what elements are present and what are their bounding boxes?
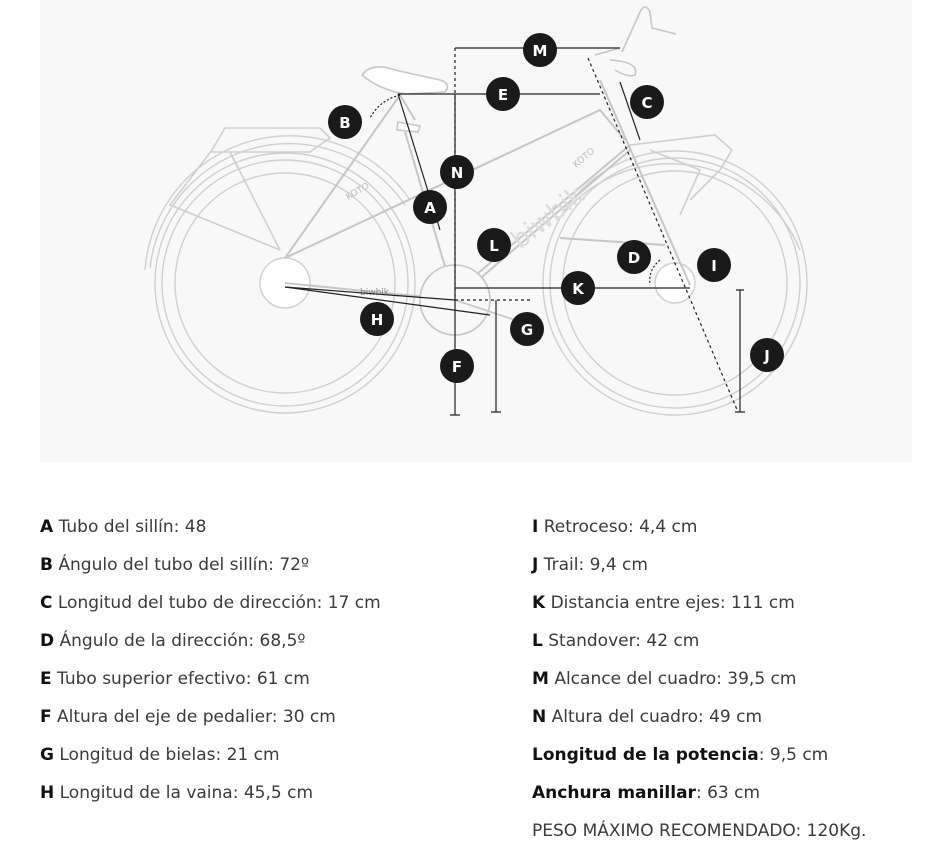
marker-L: L: [477, 228, 511, 262]
spec-row: K Distancia entre ejes: 111 cm: [532, 593, 795, 613]
spec-row: M Alcance del cuadro: 39,5 cm: [532, 669, 797, 689]
bike-drawing: biwbik KOTO KOTO biwbik M E C B: [144, 6, 808, 416]
marker-J: J: [750, 338, 784, 372]
svg-text:I: I: [711, 257, 717, 275]
svg-text:F: F: [452, 358, 462, 376]
spec-row: F Altura del eje de pedalier: 30 cm: [40, 707, 336, 727]
spec-row-stem-length: Longitud de la potencia: 9,5 cm: [532, 745, 829, 765]
specs-list-left: A Tubo del sillín: 48 B Ángulo del tubo …: [40, 515, 500, 819]
marker-H: H: [360, 302, 394, 336]
bike-geometry-diagram: biwbik KOTO KOTO biwbik M E C B: [40, 0, 912, 462]
head-angle-arc: [649, 259, 661, 286]
marker-N: N: [440, 155, 474, 189]
spec-row: B Ángulo del tubo del sillín: 72º: [40, 555, 309, 575]
svg-text:H: H: [371, 311, 384, 329]
marker-M: M: [523, 33, 557, 67]
fenders: [144, 135, 801, 271]
handlebar: [594, 6, 677, 77]
head-tube-line: [619, 81, 641, 141]
svg-text:N: N: [451, 164, 464, 182]
chainstay-line: [284, 286, 456, 301]
svg-text:E: E: [498, 86, 508, 104]
marker-B: B: [328, 105, 362, 139]
spec-row: H Longitud de la vaina: 45,5 cm: [40, 783, 314, 803]
specs-list-right: I Retroceso: 4,4 cm J Trail: 9,4 cm K Di…: [532, 515, 932, 857]
svg-text:M: M: [533, 42, 548, 60]
svg-text:K: K: [572, 280, 585, 298]
marker-K: K: [561, 271, 595, 305]
svg-text:J: J: [763, 347, 770, 365]
spec-row: N Altura del cuadro: 49 cm: [532, 707, 763, 727]
marker-C: C: [630, 85, 664, 119]
svg-text:A: A: [424, 199, 436, 217]
spec-row: D Ángulo de la dirección: 68,5º: [40, 631, 306, 651]
spec-row: E Tubo superior efectivo: 61 cm: [40, 669, 310, 689]
svg-text:D: D: [628, 249, 640, 267]
spec-row-max-weight: PESO MÁXIMO RECOMENDADO: 120Kg.: [532, 821, 867, 841]
spec-row-handlebar-width: Anchura manillar: 63 cm: [532, 783, 761, 803]
marker-F: F: [440, 349, 474, 383]
marker-A: A: [413, 190, 447, 224]
spec-row: L Standover: 42 cm: [532, 631, 700, 651]
spec-row: A Tubo del sillín: 48: [40, 517, 207, 537]
saddle: [360, 66, 449, 133]
steering-axis-dashed: [587, 57, 739, 413]
frame-logo: biwbik: [506, 180, 590, 255]
racks: [168, 127, 734, 251]
marker-I: I: [697, 248, 731, 282]
spec-row: I Retroceso: 4,4 cm: [532, 517, 698, 537]
spec-row: G Longitud de bielas: 21 cm: [40, 745, 280, 765]
chainstay-logo: biwbik: [360, 288, 390, 298]
svg-text:L: L: [489, 237, 499, 255]
marker-D: D: [617, 240, 651, 274]
svg-text:B: B: [339, 114, 350, 132]
frame-model-label: KOTO: [572, 147, 598, 171]
crank-line: [284, 286, 491, 316]
svg-text:C: C: [641, 94, 652, 112]
marker-G: G: [510, 312, 544, 346]
spec-row: C Longitud del tubo de dirección: 17 cm: [40, 593, 381, 613]
svg-text:G: G: [521, 321, 533, 339]
marker-E: E: [486, 77, 520, 111]
spec-row: J Trail: 9,4 cm: [532, 555, 648, 575]
